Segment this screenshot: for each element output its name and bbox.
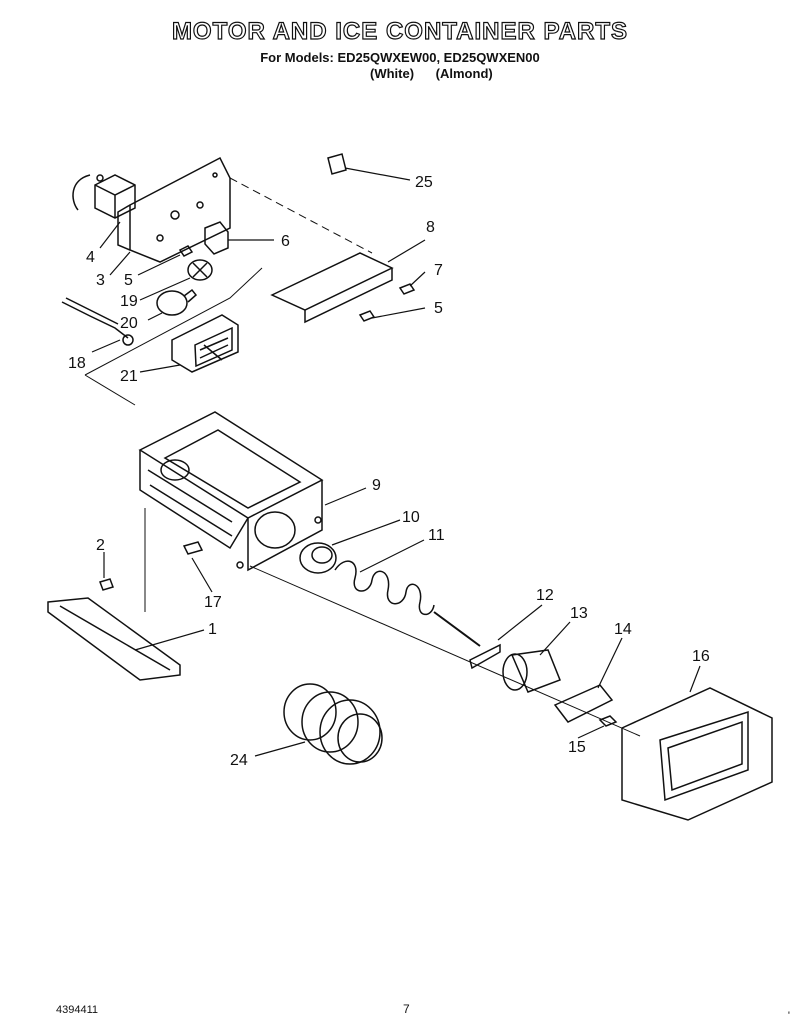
- page-number: 7: [403, 1002, 410, 1016]
- callout-6: 6: [281, 233, 290, 250]
- callout-10: 10: [402, 509, 420, 526]
- auger-spring: [334, 560, 481, 647]
- clip: [327, 153, 347, 175]
- bushing: [299, 542, 337, 574]
- callout-24: 24: [230, 752, 248, 769]
- callout-3: 3: [96, 272, 105, 289]
- callout-15: 15: [568, 739, 586, 756]
- auger-blade: [469, 643, 501, 670]
- wire-harness: [61, 297, 134, 346]
- callout-17: 17: [204, 594, 222, 611]
- models-line: For Models: ED25QWXEW00, ED25QWXEN00: [260, 50, 540, 65]
- callout-9: 9: [372, 477, 381, 494]
- corner-mark: ': [787, 1010, 790, 1022]
- document-number: 4394411: [56, 1004, 99, 1016]
- color-white: (White): [370, 66, 415, 81]
- callout-5-right: 5: [434, 300, 443, 317]
- hex-nut: [598, 715, 618, 727]
- callout-25: 25: [415, 174, 433, 191]
- callout-7: 7: [434, 262, 443, 279]
- callout-4: 4: [86, 249, 95, 266]
- callout-numbers: 25 4 3 5 6 8 7 5 19 20 18 21 9 10 11 2 1…: [68, 174, 710, 769]
- guide-lines-upper: [84, 177, 373, 406]
- shaft-bracket: [553, 684, 614, 723]
- callout-1: 1: [208, 621, 217, 638]
- lamp-cover: [171, 314, 239, 373]
- callout-13: 13: [570, 605, 588, 622]
- bottom-bracket: [47, 597, 181, 681]
- screw-2: [99, 578, 114, 591]
- lamp-socket: [187, 259, 213, 281]
- guide-lines-container: [144, 508, 641, 737]
- light-bulb: [156, 288, 198, 316]
- front-cover: [621, 687, 773, 821]
- callout-11: 11: [428, 527, 445, 544]
- callout-14: 14: [614, 621, 632, 638]
- callout-20: 20: [120, 315, 138, 332]
- callout-8: 8: [426, 219, 435, 236]
- callout-12: 12: [536, 587, 554, 604]
- color-almond: (Almond): [435, 66, 493, 81]
- ice-container: [138, 411, 324, 572]
- page-title: MOTOR AND ICE CONTAINER PARTS: [171, 17, 629, 45]
- screw-right: [358, 310, 376, 322]
- screw-17: [182, 541, 204, 555]
- screw-upper-left: [178, 245, 194, 257]
- leader-lines: [91, 167, 701, 757]
- callout-18: 18: [68, 355, 86, 372]
- crusher-housing: [502, 649, 561, 693]
- callout-5-upper: 5: [124, 272, 133, 289]
- callout-21: 21: [120, 368, 138, 385]
- shaft-coupler: [283, 683, 383, 765]
- motor-mounting-plate: [117, 156, 231, 263]
- callout-19: 19: [120, 293, 138, 310]
- motor: [72, 174, 136, 219]
- screw-7: [398, 283, 416, 295]
- callout-2: 2: [96, 537, 105, 554]
- model-colors: (White) (Almond): [370, 66, 511, 81]
- motor-cover: [270, 252, 394, 324]
- callout-16: 16: [692, 648, 710, 665]
- motor-bracket: [204, 221, 229, 255]
